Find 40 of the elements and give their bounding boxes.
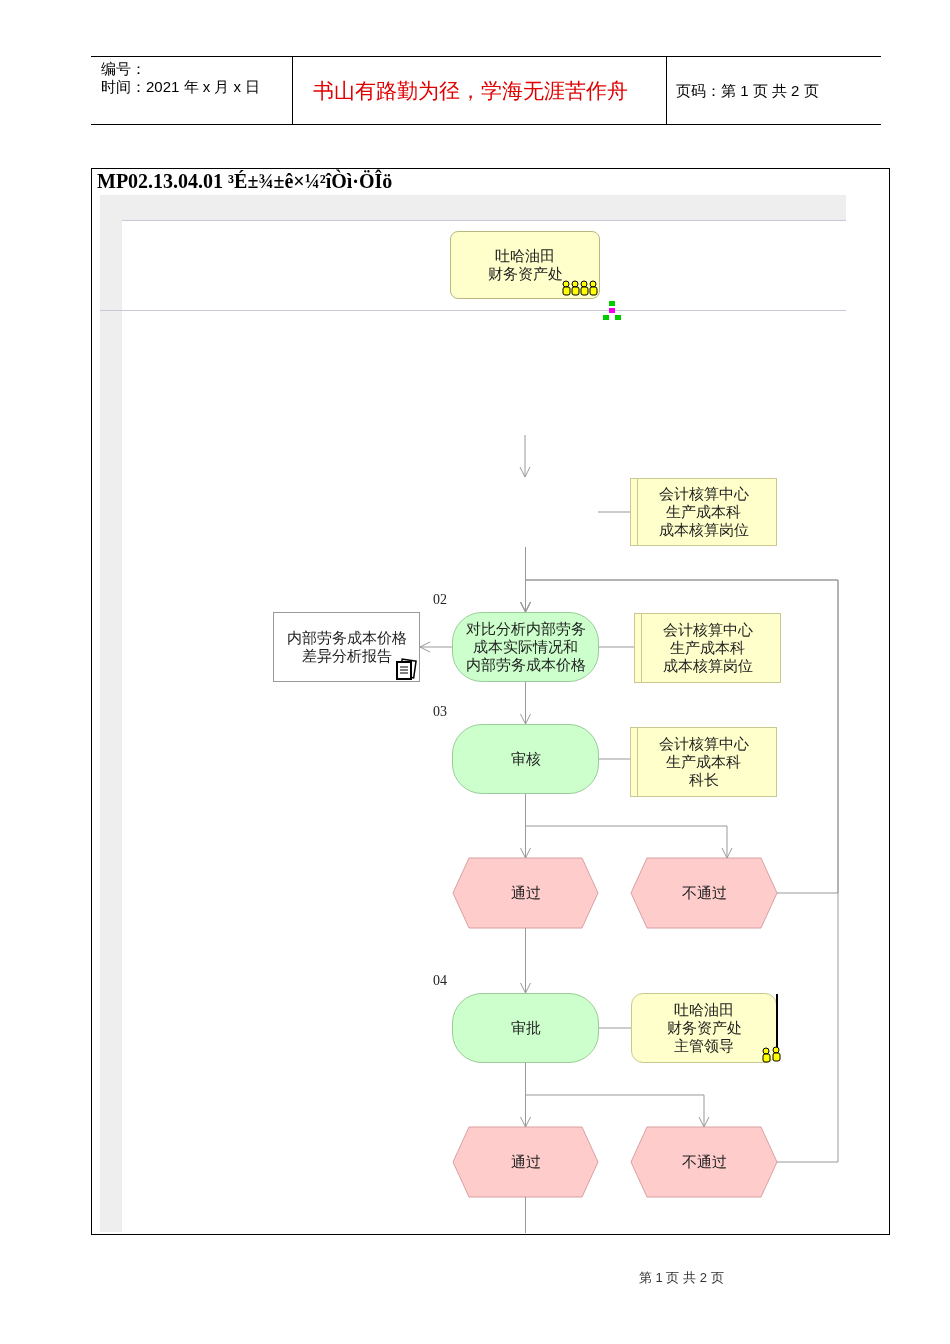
step-number: 02 bbox=[433, 591, 447, 609]
motto-text: 书山有路勤为径，学海无涯苦作舟 bbox=[313, 80, 628, 104]
node-label: 不通过 bbox=[680, 883, 728, 903]
position-box bbox=[630, 727, 777, 797]
diagram-title: MP02.13.04.01 ³É±¾±ê×¼²îÒì·ÖÎö bbox=[97, 170, 393, 193]
document-box bbox=[273, 612, 420, 682]
connector-line bbox=[525, 1196, 526, 1234]
event-hexagon bbox=[453, 1127, 598, 1197]
arrow bbox=[520, 927, 531, 994]
connector-line bbox=[598, 646, 635, 648]
node-label: 审核 bbox=[509, 749, 542, 769]
connector-line bbox=[598, 758, 631, 760]
event-hexagon bbox=[631, 1127, 777, 1197]
page-footer: 第 1 页 共 2 页 bbox=[639, 1271, 724, 1286]
arrow bbox=[520, 579, 839, 1163]
arrow bbox=[520, 681, 531, 725]
header-text: 编号： bbox=[101, 61, 146, 78]
header-text: 页码：第 1 页 共 2 页 bbox=[676, 83, 819, 100]
event-hexagon bbox=[631, 858, 777, 928]
arrow bbox=[419, 641, 453, 653]
step-number: 04 bbox=[433, 972, 447, 990]
node-label: 吐哈油田财务资产处主管领导 bbox=[665, 1000, 743, 1056]
connector-line bbox=[598, 1027, 632, 1029]
node-label: 对比分析内部劳务成本实际情况和内部劳务成本价格 bbox=[464, 619, 587, 675]
node-label: 内部劳务成本价格差异分析报告 bbox=[285, 628, 408, 666]
node-label: 通过 bbox=[509, 883, 542, 903]
position-box bbox=[630, 478, 777, 546]
node-label: 审批 bbox=[509, 1018, 542, 1038]
connector-line bbox=[597, 511, 631, 513]
node-label: 通过 bbox=[509, 1152, 542, 1172]
event-hexagon bbox=[453, 858, 598, 928]
node-label: 会计核算中心生产成本科科长 bbox=[657, 734, 750, 790]
node-label: 吐哈油田财务资产处 bbox=[486, 246, 564, 284]
node-label: 会计核算中心生产成本科成本核算岗位 bbox=[661, 620, 754, 676]
position-box bbox=[634, 613, 781, 683]
node-label: 不通过 bbox=[680, 1152, 728, 1172]
step-number: 03 bbox=[433, 703, 447, 721]
node-label: 会计核算中心生产成本科成本核算岗位 bbox=[657, 484, 750, 540]
org-unit-box bbox=[450, 231, 600, 299]
header-text: 时间：2021 年 x 月 x 日 bbox=[101, 79, 261, 96]
